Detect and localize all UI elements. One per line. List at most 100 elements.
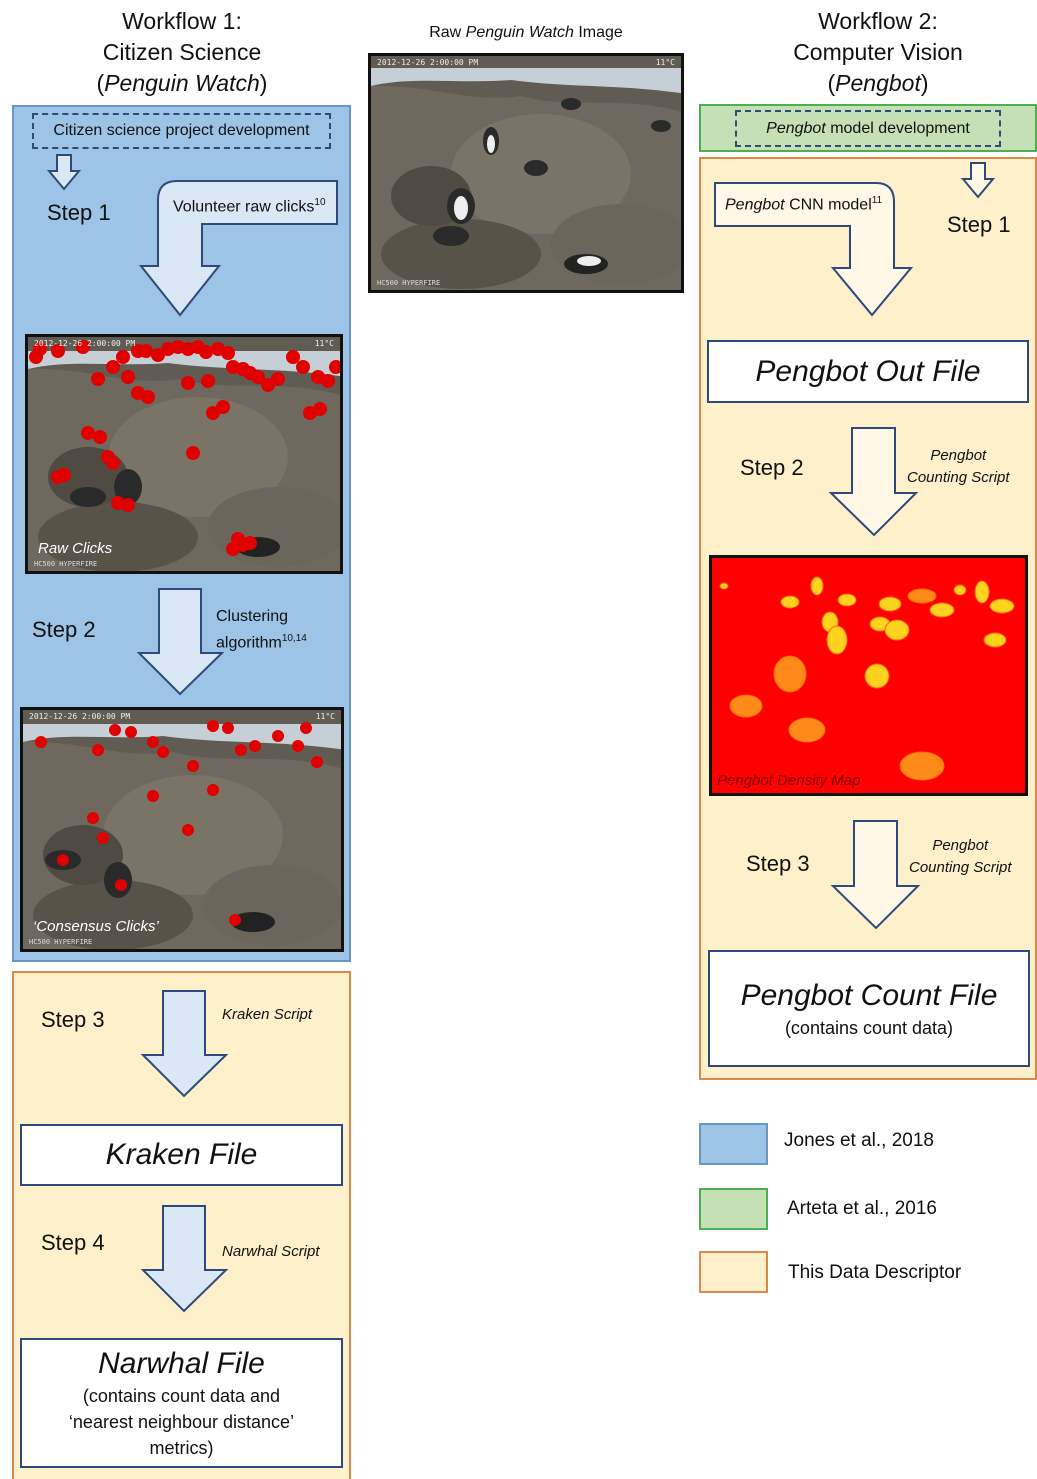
density-blob xyxy=(729,694,763,718)
click-dot xyxy=(157,746,169,758)
raw-click-dots xyxy=(29,340,340,556)
click-dot xyxy=(292,740,304,752)
legend-label-descriptor: This Data Descriptor xyxy=(788,1262,962,1283)
legend-swatch-jones xyxy=(699,1123,768,1165)
workflow2-title: Workflow 2: Computer Vision (Pengbot) xyxy=(793,8,963,96)
click-dot xyxy=(87,812,99,824)
density-blob xyxy=(780,595,800,609)
click-dot xyxy=(221,346,235,360)
clustering-arrow xyxy=(136,588,225,696)
click-dot xyxy=(76,340,90,354)
click-dot xyxy=(181,376,195,390)
click-dot xyxy=(296,360,310,374)
click-dot xyxy=(272,730,284,742)
wf2-step2-label: Step 2 xyxy=(740,455,804,480)
kraken-arrow xyxy=(140,990,229,1098)
click-dot xyxy=(271,372,285,386)
click-dot xyxy=(92,744,104,756)
density-blob xyxy=(989,598,1015,614)
pengbot-count-arrow xyxy=(830,820,921,930)
density-blobs xyxy=(719,576,1015,781)
click-dot xyxy=(57,854,69,866)
click-dot xyxy=(139,344,153,358)
density-blob xyxy=(899,751,945,781)
pengbot-cnn-label: Pengbot CNN model11 xyxy=(725,195,883,214)
volunteer-raw-clicks-label: Volunteer raw clicks10 xyxy=(173,197,326,216)
click-dot xyxy=(111,496,125,510)
click-dot xyxy=(106,456,120,470)
penguin-scene xyxy=(23,710,341,949)
click-dot xyxy=(286,350,300,364)
volunteer-clicks-bent-arrow xyxy=(138,180,338,317)
density-blob xyxy=(810,576,824,596)
legend-swatch-descriptor xyxy=(699,1251,768,1293)
click-dot xyxy=(121,370,135,384)
density-blob xyxy=(884,619,910,641)
click-dot xyxy=(229,914,241,926)
click-dot xyxy=(91,372,105,386)
density-blob xyxy=(929,602,955,618)
click-dot xyxy=(321,374,335,388)
click-dot xyxy=(141,390,155,404)
clustering-label: Clustering algorithm10,14 xyxy=(216,608,307,652)
click-dot xyxy=(115,879,127,891)
wf1-step4-label: Step 4 xyxy=(41,1230,105,1255)
counting-script-label-step3: Pengbot Counting Script xyxy=(909,837,1012,876)
click-dot xyxy=(222,722,234,734)
density-blob xyxy=(907,588,937,604)
click-dot xyxy=(207,720,219,732)
narwhal-file-box: Narwhal File (contains count data and ‘n… xyxy=(20,1338,343,1468)
density-blob xyxy=(719,582,729,590)
click-dot xyxy=(33,342,47,356)
wf2-step1-label: Step 1 xyxy=(947,212,1011,237)
click-dot xyxy=(182,824,194,836)
density-blob xyxy=(983,632,1007,648)
wf1-step1-label: Step 1 xyxy=(47,200,111,225)
click-dot xyxy=(35,736,47,748)
click-dot xyxy=(57,468,71,482)
wf1-step3-label: Step 3 xyxy=(41,1007,105,1032)
density-blob xyxy=(878,596,902,612)
narwhal-script-label: Narwhal Script xyxy=(222,1243,320,1260)
click-dot xyxy=(300,722,312,734)
legend-swatch-arteta xyxy=(699,1188,768,1230)
citizen-science-dev-box: Citizen science project development xyxy=(32,113,331,149)
pengbot-out-file-box: Pengbot Out File xyxy=(707,340,1029,403)
counting-script-label-step2: Pengbot Counting Script xyxy=(907,447,1010,486)
penguin-scene xyxy=(371,56,681,290)
raw-clicks-caption: Raw Clicks xyxy=(38,540,113,557)
click-dot xyxy=(313,402,327,416)
legend-label-jones: Jones et al., 2018 xyxy=(784,1130,934,1151)
click-dot xyxy=(97,832,109,844)
click-dot xyxy=(147,736,159,748)
click-dot xyxy=(216,400,230,414)
small-down-arrow-wf2 xyxy=(960,162,996,199)
click-dot xyxy=(226,542,240,556)
density-blob xyxy=(837,593,857,607)
arteta-2016-region xyxy=(699,104,1037,152)
penguin-scene xyxy=(28,337,340,571)
click-dot xyxy=(93,430,107,444)
click-dot xyxy=(109,724,121,736)
click-dot xyxy=(329,360,340,374)
click-dot xyxy=(186,446,200,460)
density-map-caption: Pengbot Density Map xyxy=(717,772,861,789)
click-dot xyxy=(201,374,215,388)
click-dot xyxy=(81,426,95,440)
density-blob xyxy=(826,625,848,655)
density-blob xyxy=(864,663,890,689)
click-dot xyxy=(243,536,257,550)
density-blob xyxy=(773,655,807,693)
kraken-script-label: Kraken Script xyxy=(222,1006,313,1023)
density-blob xyxy=(953,584,967,596)
density-blob xyxy=(788,717,826,743)
kraken-file-box: Kraken File xyxy=(20,1124,343,1186)
pengbot-count-file-box: Pengbot Count File (contains count data) xyxy=(708,950,1030,1067)
click-dot xyxy=(116,350,130,364)
click-dot xyxy=(207,784,219,796)
click-dot xyxy=(249,740,261,752)
wf1-step2-label: Step 2 xyxy=(32,617,96,642)
click-dot xyxy=(147,790,159,802)
